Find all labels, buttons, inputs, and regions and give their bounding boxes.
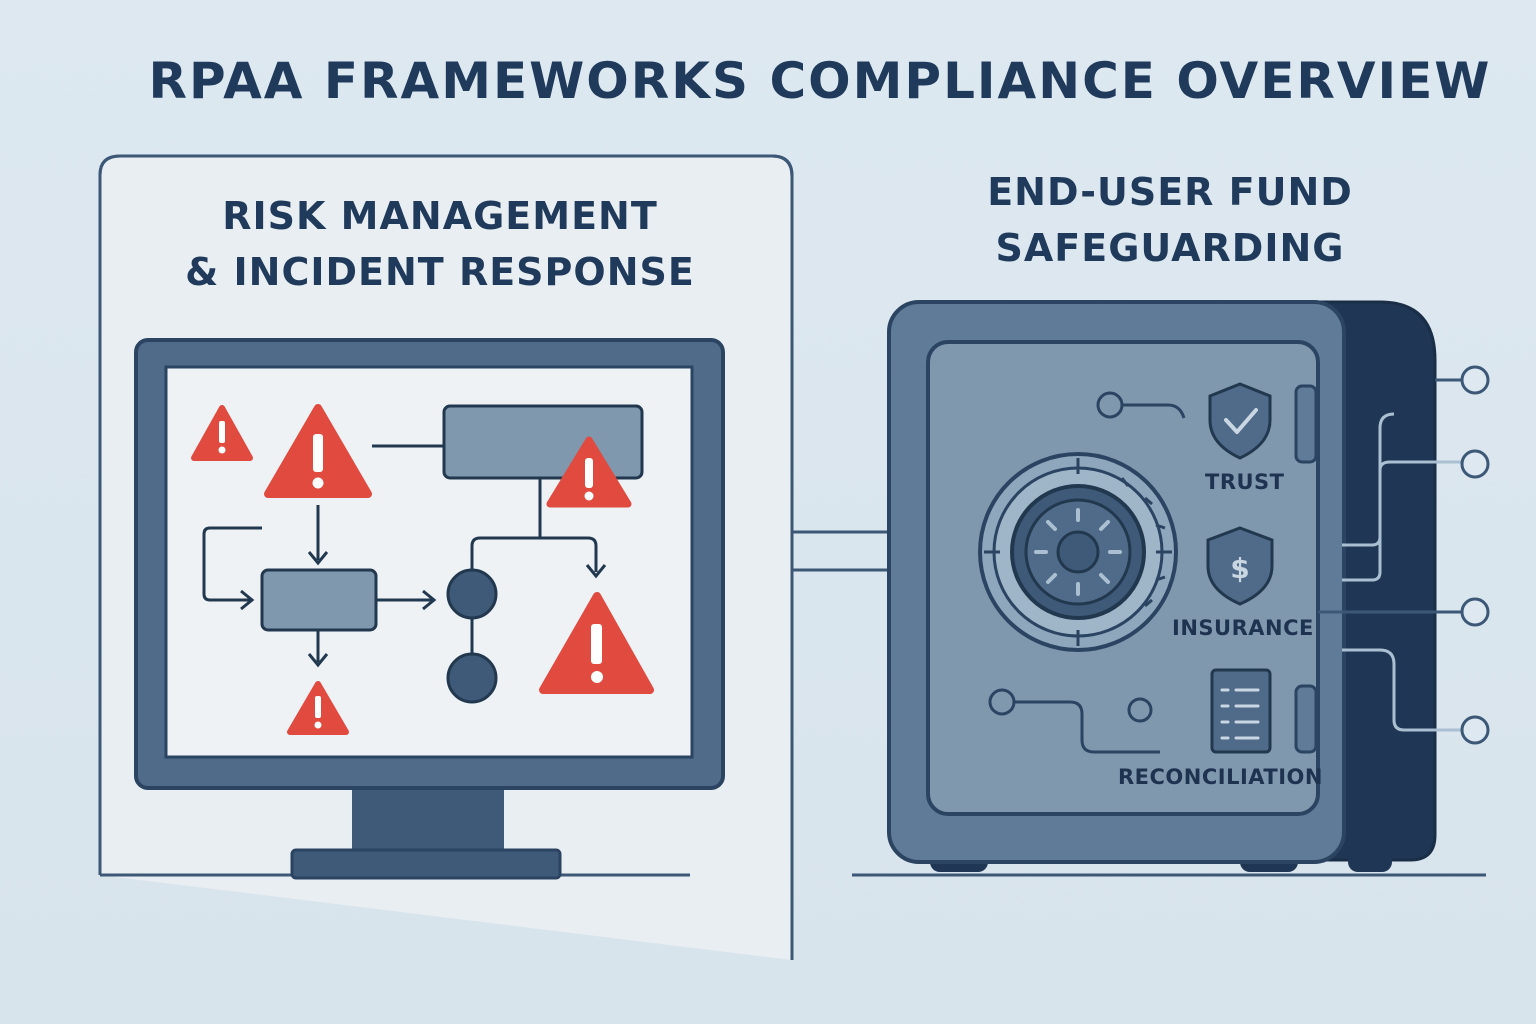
circuit-connectors [1318, 365, 1490, 745]
safe-hinge-top [1294, 384, 1318, 464]
process-box-middle [260, 568, 378, 632]
left-heading-line2: & INCIDENT RESPONSE [185, 250, 695, 294]
left-panel-heading: RISK MANAGEMENT & INCIDENT RESPONSE [130, 188, 750, 300]
right-heading-line1: END-USER FUND [987, 170, 1353, 214]
safe-dial-icon [978, 452, 1178, 652]
svg-text:$: $ [1230, 552, 1249, 585]
decision-node-bottom [446, 652, 498, 704]
decision-node-top [446, 568, 498, 620]
warning-icon [264, 404, 372, 498]
panel-connector [792, 530, 890, 572]
right-panel-heading: END-USER FUND SAFEGUARDING [930, 164, 1410, 276]
reconciliation-label: RECONCILIATION [1118, 765, 1323, 789]
right-heading-line2: SAFEGUARDING [995, 226, 1345, 270]
warning-icon [546, 436, 632, 508]
shield-check-icon [1208, 382, 1272, 460]
checklist-icon [1210, 668, 1272, 754]
warning-icon [287, 681, 349, 735]
safe-circuit-lines [988, 391, 1186, 754]
page-title: RPAA FRAMEWORKS COMPLIANCE OVERVIEW [148, 52, 1492, 110]
insurance-label: INSURANCE [1172, 616, 1314, 640]
warning-icon [539, 592, 654, 694]
shield-dollar-icon: $ [1206, 526, 1274, 606]
left-heading-line1: RISK MANAGEMENT [222, 194, 658, 238]
trust-label: TRUST [1205, 470, 1285, 494]
warning-icon [191, 405, 253, 461]
safe-hinge-bottom [1294, 684, 1318, 754]
process-box-top [442, 404, 644, 480]
